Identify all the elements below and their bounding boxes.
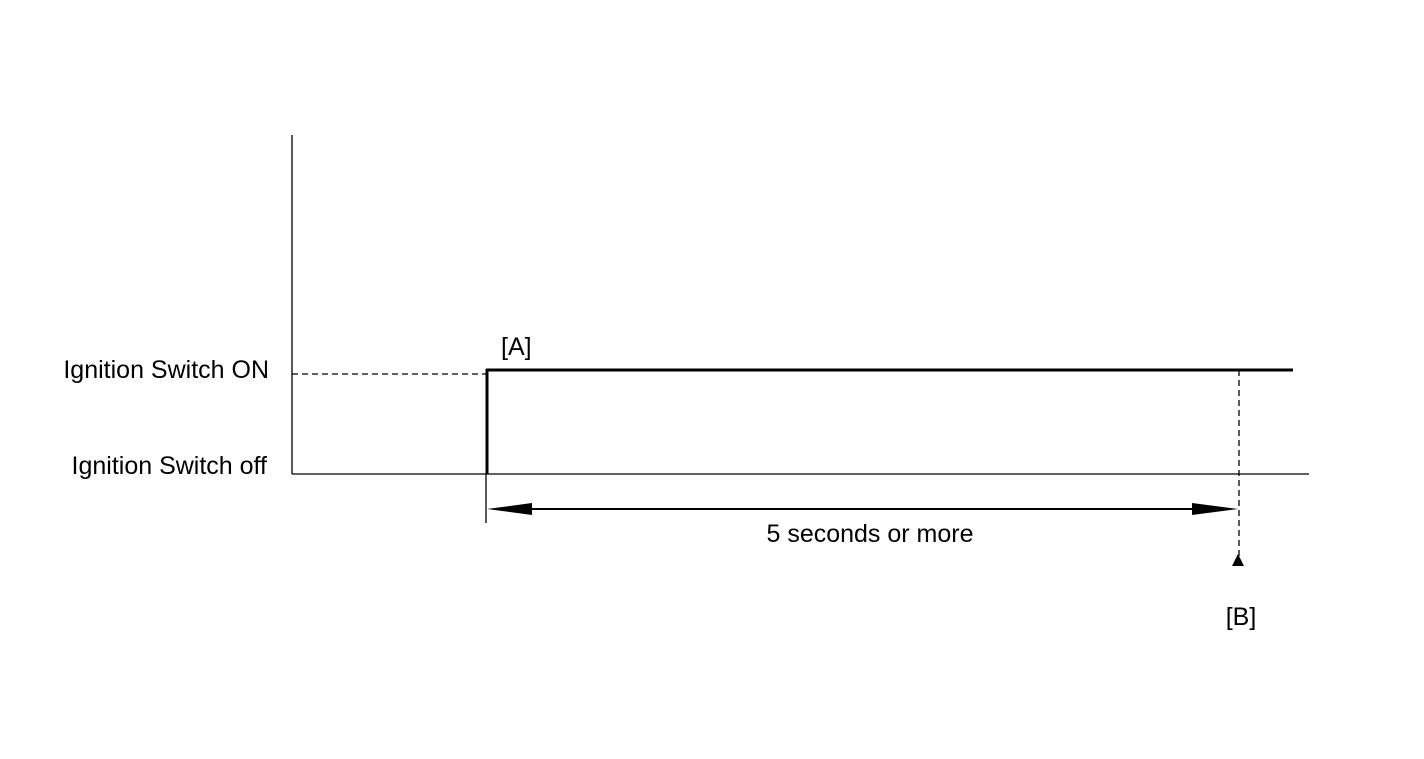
label-ignition-on: Ignition Switch ON (63, 356, 269, 384)
label-point-b: [B] (1226, 603, 1257, 631)
marker-b-triangle-icon (1232, 554, 1244, 566)
label-ignition-off: Ignition Switch off (72, 452, 268, 480)
arrowhead-left-icon (487, 503, 532, 515)
label-duration: 5 seconds or more (766, 520, 973, 548)
arrowhead-right-icon (1192, 503, 1238, 515)
label-point-a: [A] (501, 333, 532, 361)
